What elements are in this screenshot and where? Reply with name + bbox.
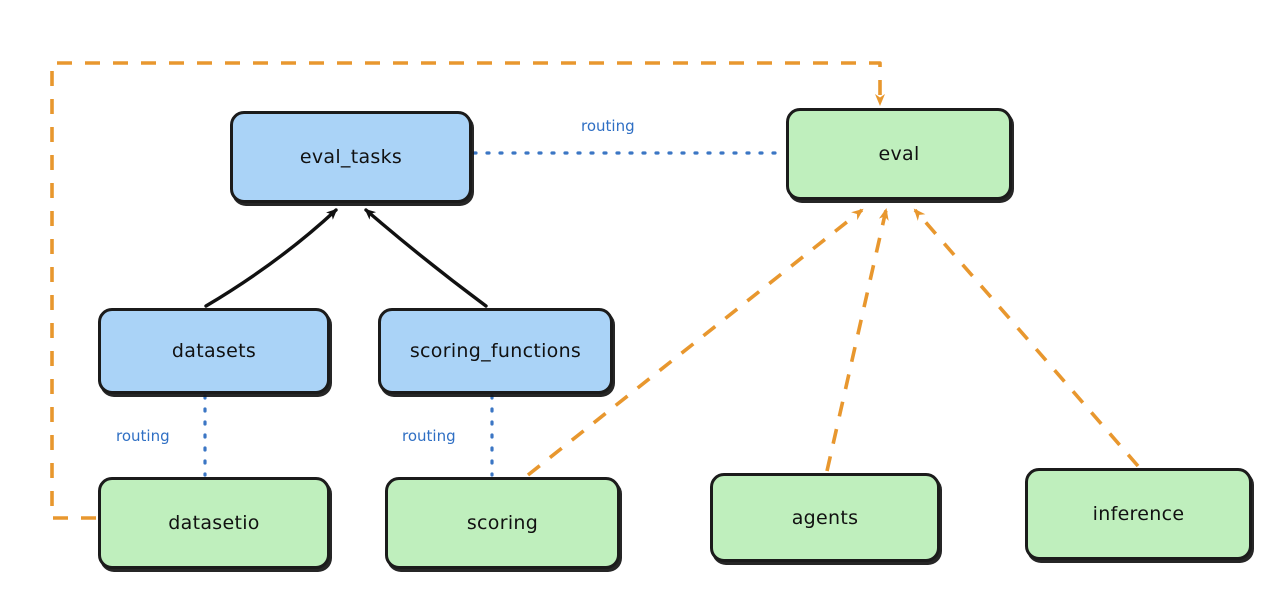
edge-datasets-to-eval-tasks [204,208,338,308]
node-inference-label: inference [1092,503,1185,525]
node-scoring-functions-label: scoring_functions [409,340,582,362]
edge-label-routing-datasets-datasetio: routing [113,427,173,445]
edge-agents-to-eval [825,208,889,472]
node-eval[interactable]: eval [786,108,1012,200]
edge-label-routing-eval-tasks-eval: routing [578,117,638,135]
edge-datasetio-to-eval [50,61,885,520]
node-datasetio[interactable]: datasetio [98,477,330,569]
node-scoring-functions[interactable]: scoring_functions [378,308,613,394]
node-eval-tasks[interactable]: eval_tasks [230,111,472,203]
edge-label-routing-scoring-functions-scoring: routing [399,427,459,445]
node-datasets[interactable]: datasets [98,308,330,394]
node-datasets-label: datasets [171,340,257,362]
node-scoring[interactable]: scoring [385,477,620,569]
node-datasetio-label: datasetio [168,512,260,534]
edge-scoring-functions-to-eval-tasks [364,208,488,308]
edge-inference-to-eval [913,208,1140,468]
node-agents[interactable]: agents [710,473,940,562]
node-agents-label: agents [791,506,859,529]
node-inference[interactable]: inference [1025,468,1252,560]
node-eval-label: eval [878,143,920,165]
node-eval-tasks-label: eval_tasks [299,146,403,168]
node-scoring-label: scoring [466,512,539,534]
